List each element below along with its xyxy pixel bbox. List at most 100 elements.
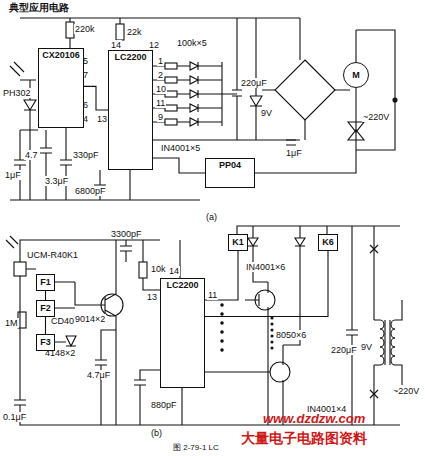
component-box: K1 bbox=[228, 234, 248, 251]
ic-chip-box: LC2200 bbox=[160, 278, 205, 388]
relay-wire bbox=[237, 226, 400, 250]
part-name: PP04 bbox=[206, 159, 254, 172]
resistor-symbol bbox=[66, 22, 74, 38]
wire-connector bbox=[45, 291, 46, 300]
component-label: 12 bbox=[148, 40, 160, 50]
component-label: 2 bbox=[157, 70, 164, 80]
resistor-symbol bbox=[139, 262, 147, 278]
watermark: www.dzdzw.com bbox=[262, 412, 366, 426]
motor-circle: M bbox=[343, 62, 369, 88]
dot bbox=[221, 322, 223, 324]
component-label: IN4001×5 bbox=[160, 143, 201, 153]
wire bbox=[69, 38, 70, 48]
coil-turn bbox=[380, 356, 384, 365]
part-name: CX20106 bbox=[39, 49, 83, 62]
dot bbox=[271, 335, 273, 337]
component-label: IN4001×6 bbox=[245, 262, 286, 272]
component-label: 1μF bbox=[4, 170, 22, 180]
wire bbox=[356, 30, 395, 150]
wire-connector bbox=[205, 251, 328, 317]
component-label: 6800pF bbox=[74, 186, 107, 196]
ir-receiver-symbol bbox=[6, 236, 18, 248]
component-label: 3300pF bbox=[110, 229, 143, 239]
wire bbox=[373, 226, 374, 425]
wire bbox=[222, 62, 237, 126]
diode-symbol bbox=[248, 226, 268, 282]
component-label: (a) bbox=[205, 212, 218, 222]
part-name: F2 bbox=[38, 302, 53, 315]
part-name: F3 bbox=[38, 336, 53, 349]
transducer-symbol bbox=[14, 262, 26, 276]
component-label: 9V bbox=[360, 342, 373, 352]
component-label: 880pF bbox=[150, 400, 178, 410]
capacitor-symbol bbox=[60, 128, 72, 200]
component-box: F2 bbox=[36, 300, 55, 317]
component-box: F1 bbox=[36, 274, 55, 291]
capacitor-symbol bbox=[14, 130, 38, 200]
dot bbox=[271, 329, 273, 331]
wire bbox=[374, 300, 402, 385]
transformer-winding bbox=[380, 320, 395, 365]
coil-turn bbox=[380, 338, 384, 347]
coil-turn bbox=[391, 320, 395, 329]
wire-connector bbox=[45, 317, 46, 334]
resistor-symbol bbox=[116, 24, 124, 40]
watermark: 大量电子电路图资料 bbox=[240, 430, 368, 446]
component-label: 4.7μF bbox=[86, 370, 111, 380]
component-label: (b) bbox=[150, 428, 163, 438]
diode-symbol bbox=[190, 104, 198, 112]
component-label: 9V bbox=[260, 108, 273, 118]
dot bbox=[271, 323, 273, 325]
component-label: PH302 bbox=[2, 88, 32, 98]
ic-chip-box: LC2200 bbox=[108, 50, 153, 170]
resistor-symbol bbox=[165, 77, 177, 83]
component-label: UCM-R40K1 bbox=[26, 250, 79, 260]
component-label: 220μF bbox=[240, 78, 268, 88]
bridge-rectifier bbox=[275, 60, 335, 120]
capacitor-symbol bbox=[14, 400, 400, 425]
dot bbox=[221, 304, 223, 306]
component-label: 330pF bbox=[72, 150, 100, 160]
ic-chip-box: CX20106 bbox=[38, 48, 84, 128]
coil-turn bbox=[380, 347, 384, 356]
part-name: K6 bbox=[320, 236, 336, 249]
dot bbox=[221, 313, 223, 315]
component-box: K6 bbox=[318, 234, 338, 251]
resistor-symbol bbox=[165, 105, 177, 111]
capacitor-symbol bbox=[120, 240, 132, 262]
wire-connector bbox=[255, 88, 356, 173]
component-label: 100k×5 bbox=[176, 38, 208, 48]
wire-connector bbox=[205, 251, 238, 300]
capacitor-symbol bbox=[286, 140, 296, 145]
component-label: 14 bbox=[168, 266, 180, 276]
wire-connector bbox=[153, 158, 205, 173]
component-label: ~220V bbox=[392, 386, 420, 396]
component-label: ~220V bbox=[362, 112, 390, 122]
dot bbox=[221, 349, 223, 351]
component-label: 1M bbox=[4, 318, 19, 328]
part-name: M bbox=[350, 69, 362, 82]
component-label: 8050×6 bbox=[275, 330, 307, 340]
component-label: 9014×2 bbox=[74, 314, 106, 324]
photodiode-symbol bbox=[20, 80, 36, 200]
diode-symbol bbox=[190, 118, 198, 126]
diode-symbol bbox=[283, 226, 305, 345]
component-label: 220k bbox=[74, 24, 96, 34]
component-label: 0.1μF bbox=[2, 412, 27, 422]
coil-turn bbox=[391, 329, 395, 338]
diagram-title: 典型应用电路 bbox=[8, 3, 70, 13]
wire bbox=[262, 18, 350, 140]
component-box: PP04 bbox=[205, 158, 255, 188]
figure-caption: 图 2-79-1 LC bbox=[172, 443, 220, 453]
wire bbox=[181, 388, 182, 425]
resistor-symbol bbox=[165, 119, 177, 125]
component-label: 13 bbox=[96, 114, 108, 124]
capacitor-symbol bbox=[134, 370, 160, 425]
capacitor-symbol bbox=[40, 130, 52, 200]
capacitor-symbol bbox=[346, 226, 358, 425]
transformer-core bbox=[385, 320, 390, 365]
terminal bbox=[393, 98, 397, 102]
component-label: 22k bbox=[126, 27, 143, 37]
part-name: LC2200 bbox=[161, 279, 204, 292]
